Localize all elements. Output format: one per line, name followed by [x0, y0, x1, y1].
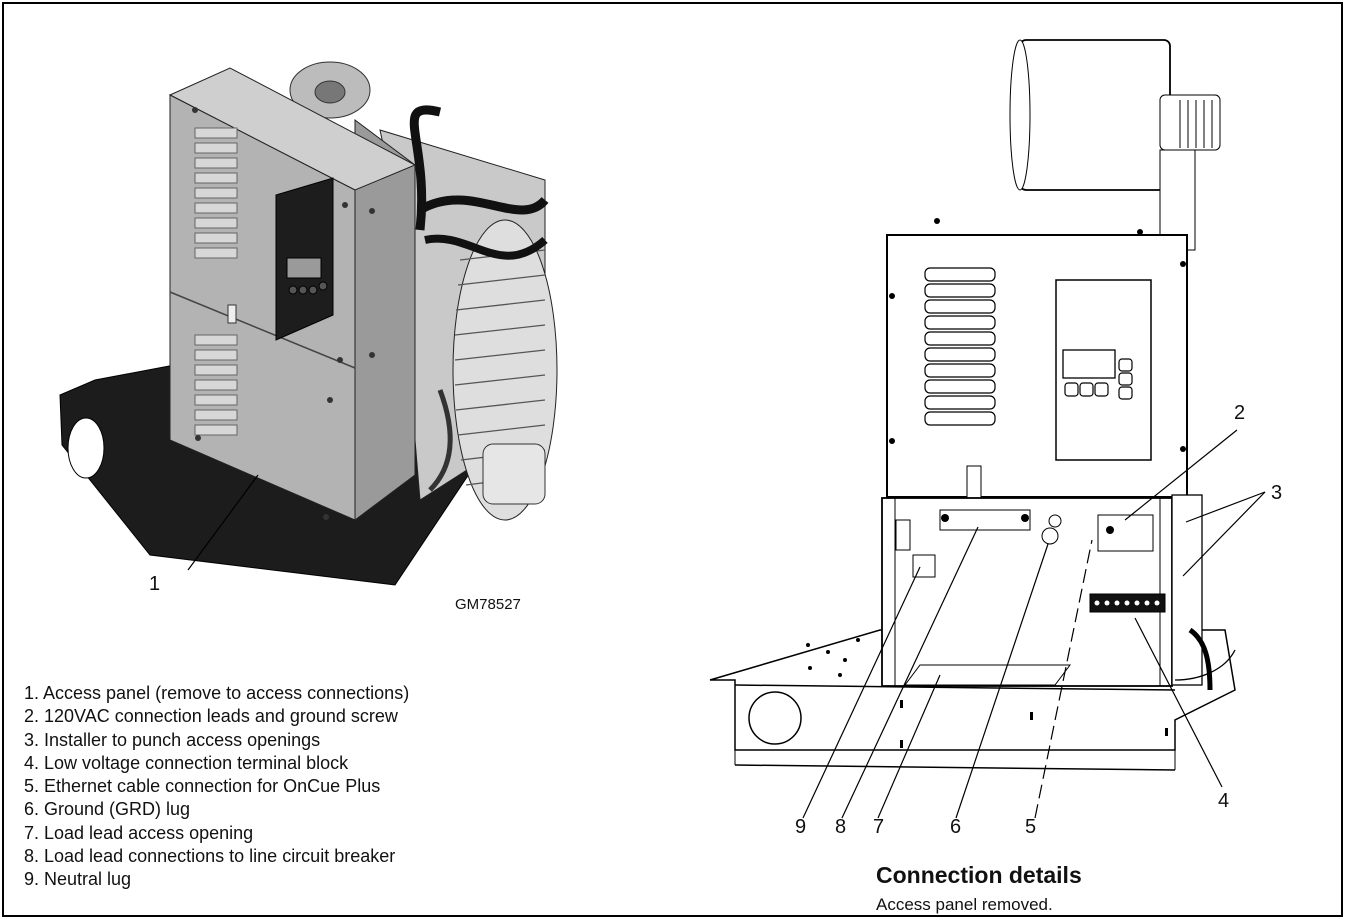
- controller-buttons: [1064, 358, 1133, 400]
- legend-item-3: 3. Installer to punch access openings: [24, 729, 321, 750]
- ground-lug: [1041, 527, 1059, 545]
- skid-hole: [67, 417, 105, 479]
- callout-8: 8: [835, 816, 847, 838]
- panel-latch: [227, 304, 237, 324]
- legend-item-9: 9. Neutral lug: [24, 869, 132, 890]
- callout-2: 2: [1234, 402, 1246, 424]
- callout-6: 6: [950, 816, 962, 838]
- figure-code: GM78527: [455, 596, 521, 613]
- callout-3: 3: [1271, 482, 1283, 504]
- air-cleaner: [1019, 39, 1171, 191]
- callout-4: 4: [1218, 790, 1230, 812]
- callout-1: 1: [149, 573, 161, 595]
- cabinet-latch: [966, 465, 982, 501]
- junction-box: [482, 443, 546, 505]
- side-panel: [1171, 494, 1203, 686]
- callout-5: 5: [1025, 816, 1037, 838]
- controller-display: [286, 257, 322, 279]
- caption-subtitle: Access panel removed.: [876, 895, 1053, 914]
- 120vac-connection-box: [1097, 514, 1154, 552]
- cabinet-louvers: [924, 267, 996, 426]
- load-lead-opening: [904, 664, 1071, 686]
- legend-item-6: 6. Ground (GRD) lug: [24, 799, 191, 820]
- line-circuit-breaker: [939, 509, 1031, 531]
- legend-item-8: 8. Load lead connections to line circuit…: [24, 846, 396, 867]
- callout-1-leader: [187, 474, 259, 571]
- caption-title: Connection details: [876, 862, 1082, 888]
- power-cable: [409, 105, 442, 231]
- legend-item-5: 5. Ethernet cable connection for OnCue P…: [24, 776, 381, 797]
- legend-item-1: 1. Access panel (remove to access connec…: [24, 683, 410, 703]
- legend-item-7: 7. Load lead access opening: [24, 822, 254, 843]
- callout-7: 7: [873, 816, 885, 838]
- callout-legend: 1. Access panel (remove to access connec…: [24, 682, 409, 892]
- callout-9: 9: [795, 816, 807, 838]
- panel-screws: [192, 107, 375, 520]
- skid-hole: [748, 691, 802, 745]
- upper-louvers: [194, 127, 238, 259]
- lower-louvers: [194, 334, 238, 436]
- intake-duct: [1159, 149, 1196, 251]
- neutral-lug: [895, 519, 911, 551]
- callout-leaders: [802, 429, 1266, 819]
- controller-display: [1062, 349, 1116, 379]
- legend-item-4: 4. Low voltage connection terminal block: [24, 752, 349, 773]
- legend-item-2: 2. 120VAC connection leads and ground sc…: [24, 706, 398, 727]
- controller-buttons: [288, 281, 328, 295]
- intake-clamp: [1159, 94, 1221, 151]
